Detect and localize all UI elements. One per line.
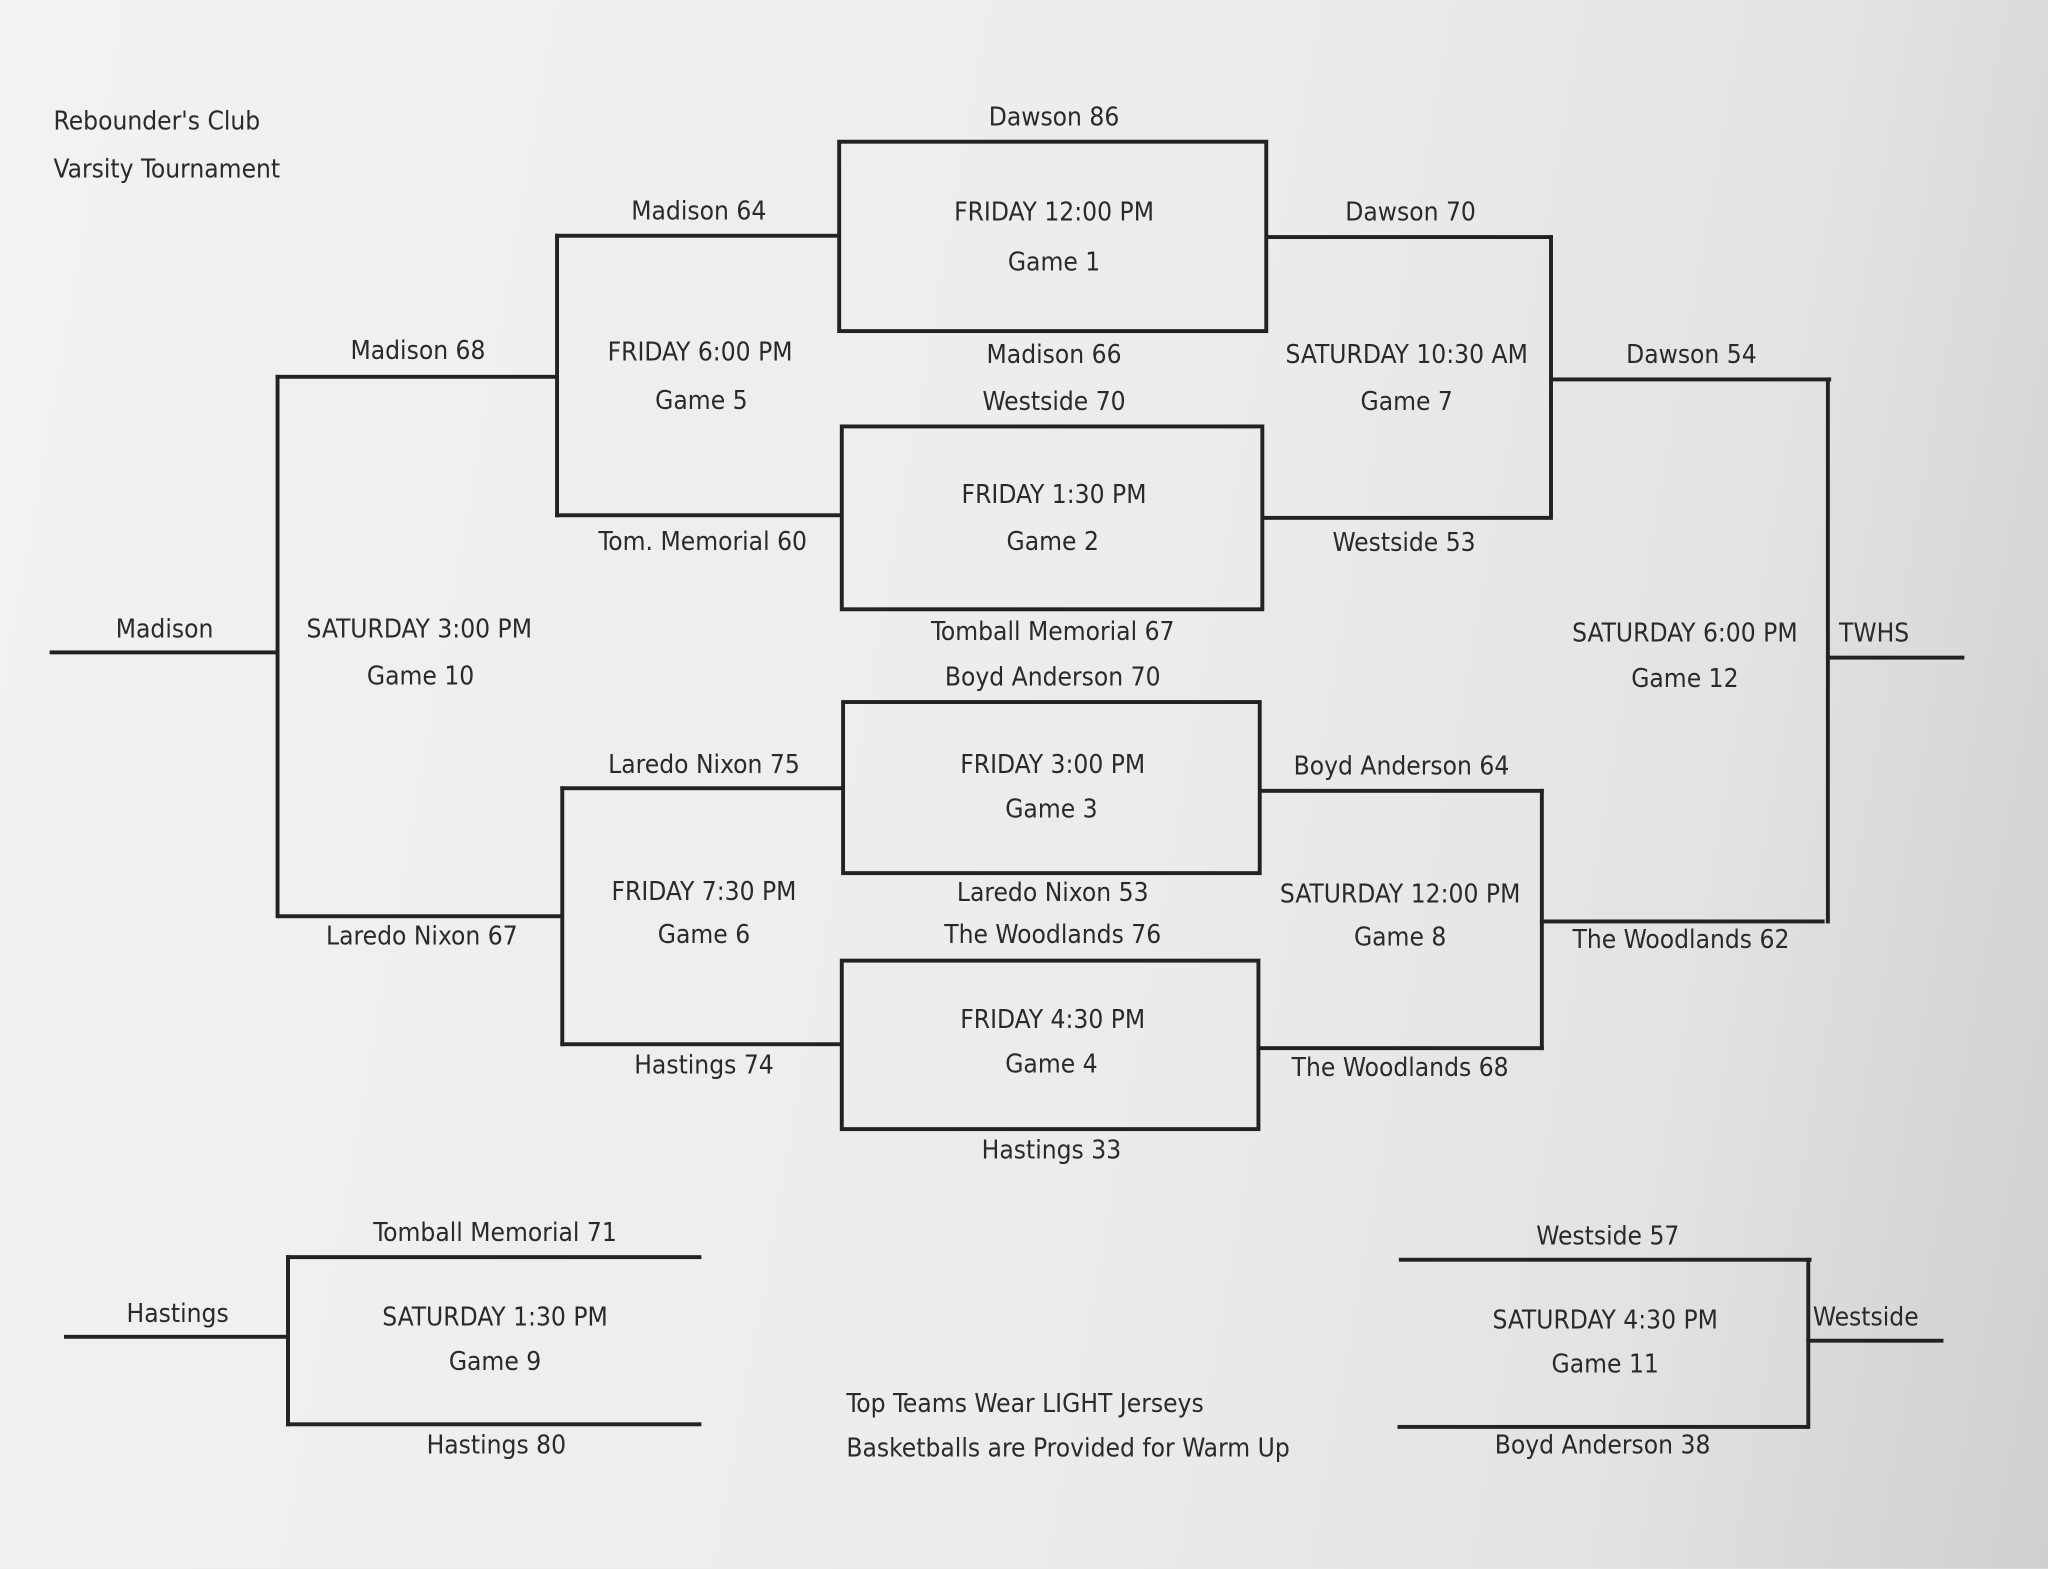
bracket-line — [286, 1255, 702, 1260]
game-12-top-team: Dawson 54 — [1626, 338, 1757, 370]
game-12-winner: TWHS — [1838, 616, 1910, 648]
game-10-bottom-team: Laredo Nixon 67 — [326, 919, 518, 951]
game-1-top-team: Dawson 86 — [988, 100, 1120, 132]
game-6-label: Game 6 — [657, 918, 751, 950]
bracket-line — [1539, 919, 1825, 924]
note-jerseys: Top Teams Wear LIGHT Jerseys — [846, 1387, 1204, 1419]
game-7-time: SATURDAY 10:30 AM — [1285, 338, 1528, 370]
game-9-label: Game 9 — [448, 1345, 542, 1377]
game-9-time: SATURDAY 1:30 PM — [382, 1300, 608, 1333]
game-11-label: Game 11 — [1551, 1347, 1659, 1380]
bracket-line — [555, 513, 843, 518]
header-club: Rebounder's Club — [53, 104, 261, 136]
game-3-top-team: Boyd Anderson 70 — [944, 660, 1161, 693]
game-10-time: SATURDAY 3:00 PM — [306, 612, 533, 644]
bracket-line — [555, 233, 840, 238]
game-8-bottom-team: The Woodlands 68 — [1291, 1051, 1509, 1083]
game-2-top-team: Westside 70 — [982, 385, 1126, 417]
bracket-line — [1549, 377, 1832, 382]
game-8-time: SATURDAY 12:00 PM — [1279, 877, 1521, 910]
game-6-bottom-team: Hastings 74 — [634, 1048, 774, 1081]
game-11-bottom-team: Boyd Anderson 38 — [1494, 1428, 1711, 1461]
game-5-time: FRIDAY 6:00 PM — [607, 335, 793, 368]
game-11-top-team: Westside 57 — [1536, 1219, 1680, 1252]
game-7-bottom-team: Westside 53 — [1332, 526, 1476, 558]
game-6-top-team: Laredo Nixon 75 — [608, 748, 800, 780]
bracket-line — [286, 1255, 290, 1427]
bracket-line — [560, 1042, 843, 1047]
game-3-time: FRIDAY 3:00 PM — [960, 748, 1146, 780]
game-12-label: Game 12 — [1631, 662, 1739, 694]
game-6-time: FRIDAY 7:30 PM — [611, 875, 797, 907]
header-title: Varsity Tournament — [53, 152, 281, 185]
bracket-line — [49, 650, 279, 655]
game-1-label: Game 1 — [1007, 245, 1101, 277]
game-3-label: Game 3 — [1005, 792, 1098, 825]
bracket-line — [560, 786, 844, 791]
bracket-line — [1265, 235, 1553, 240]
game-9-bottom-team: Hastings 80 — [426, 1428, 567, 1461]
game-11-time: SATURDAY 4:30 PM — [1492, 1303, 1718, 1335]
bracket-line — [1261, 515, 1550, 520]
game-4-bottom-team: Hastings 33 — [981, 1133, 1122, 1166]
game-5-bottom-team: Tom. Memorial 60 — [598, 525, 807, 557]
game-3-box — [841, 700, 1262, 876]
bracket-line — [278, 914, 563, 919]
game-7-top-team: Dawson 70 — [1345, 195, 1476, 228]
bracket-line — [1398, 1257, 1812, 1262]
bracket-line — [286, 1422, 702, 1427]
game-1-time: FRIDAY 12:00 PM — [954, 195, 1154, 228]
game-2-bottom-team: Tomball Memorial 67 — [930, 615, 1175, 647]
note-warmup: Basketballs are Provided for Warm Up — [846, 1431, 1290, 1463]
game-9-top-team: Tomball Memorial 71 — [373, 1215, 617, 1248]
bracket-line — [1806, 1257, 1811, 1429]
game-8-label: Game 8 — [1353, 920, 1447, 953]
bracket-line — [1397, 1424, 1809, 1429]
game-5-label: Game 5 — [655, 383, 748, 416]
bracket-line — [1257, 1046, 1544, 1051]
game-12-time: SATURDAY 6:00 PM — [1572, 616, 1798, 648]
bracket-line — [1825, 655, 1965, 660]
bracket-line — [63, 1334, 289, 1339]
game-8-top-team: Boyd Anderson 64 — [1293, 749, 1510, 782]
bracket-line — [275, 374, 280, 919]
game-9-winner: Hastings — [126, 1296, 229, 1329]
bracket-line — [1825, 377, 1830, 924]
game-2-label: Game 2 — [1006, 525, 1099, 557]
game-5-top-team: Madison 64 — [631, 194, 767, 226]
game-10-winner: Madison — [115, 612, 214, 644]
game-4-box — [839, 958, 1261, 1132]
game-10-top-team: Madison 68 — [350, 334, 486, 366]
bracket-line — [1259, 788, 1544, 793]
game-4-label: Game 4 — [1005, 1047, 1098, 1079]
game-1-bottom-team: Madison 66 — [986, 338, 1122, 370]
game-10-label: Game 10 — [366, 659, 475, 691]
game-4-time: FRIDAY 4:30 PM — [960, 1003, 1146, 1035]
game-7-label: Game 7 — [1360, 385, 1453, 417]
game-2-box — [839, 424, 1265, 612]
game-12-bottom-team: The Woodlands 62 — [1572, 923, 1790, 955]
bracket-line — [275, 374, 558, 379]
bracket-line — [1806, 1338, 1944, 1343]
game-2-time: FRIDAY 1:30 PM — [961, 478, 1147, 510]
game-11-winner: Westside — [1812, 1300, 1919, 1333]
game-4-top-team: The Woodlands 76 — [944, 918, 1162, 950]
game-3-bottom-team: Laredo Nixon 53 — [956, 876, 1149, 908]
game-1-box — [837, 139, 1269, 334]
